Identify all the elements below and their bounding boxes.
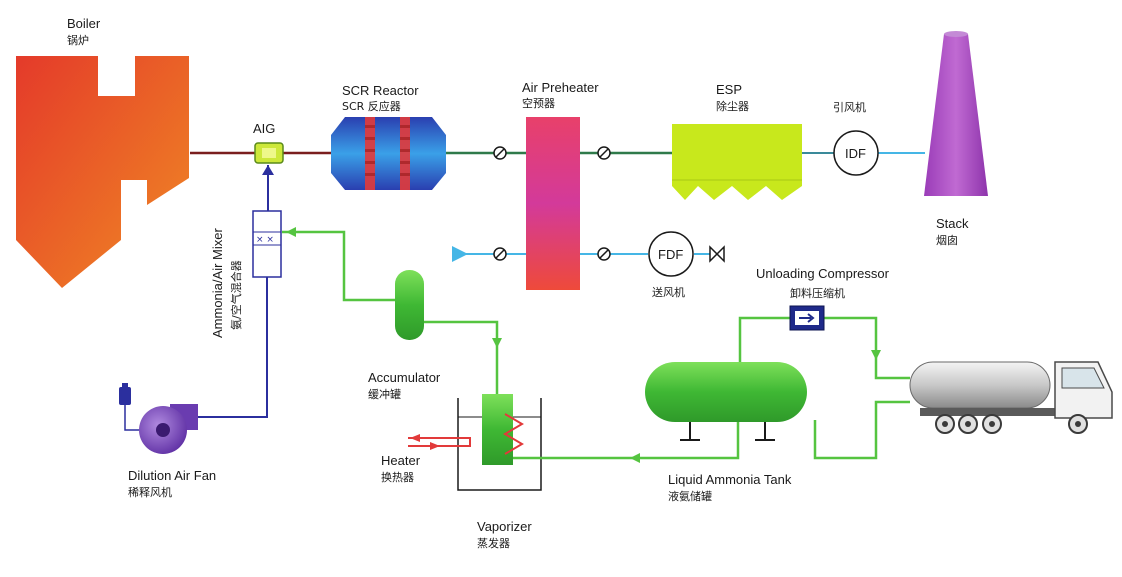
scr-label: SCR Reactor: [342, 83, 419, 98]
liquid-ammonia-line: [513, 418, 740, 460]
tanker-truck-icon: [909, 361, 1113, 434]
damper-1: [493, 146, 507, 160]
ammonia-vapor-line: [282, 230, 499, 395]
idf: 引风机 IDF: [833, 100, 879, 176]
accumulator: Accumulator 缓冲罐: [368, 270, 441, 401]
damper-3: [493, 247, 507, 261]
damper-2: [597, 146, 611, 160]
boiler-label-zh: 锅炉: [67, 34, 89, 47]
dilution-air-fan: Dilution Air Fan 稀释风机: [119, 383, 216, 499]
heater-label-zh: 换热器: [381, 470, 414, 484]
unloading-compressor: Unloading Compressor 卸料压缩机: [756, 266, 890, 331]
unloading-compressor-label: Unloading Compressor: [756, 266, 890, 281]
fdf-label: FDF: [658, 247, 683, 262]
stack-label: Stack: [936, 216, 969, 231]
unloading-line: [738, 316, 910, 460]
mixer-label-zh: 氨/空气混合器: [229, 260, 243, 330]
dilution-fan-label: Dilution Air Fan: [128, 468, 216, 483]
dilution-air-line: [196, 165, 274, 418]
vaporizer-label: Vaporizer: [477, 519, 532, 534]
idf-label: IDF: [845, 146, 866, 161]
esp-label: ESP: [716, 82, 742, 97]
heater-label: Heater: [381, 453, 421, 468]
inlet-valve-icon: [709, 245, 725, 263]
boiler: Boiler 锅炉: [16, 16, 189, 288]
liquid-ammonia-tank: Liquid Ammonia Tank 液氨储罐: [645, 362, 807, 503]
aig-label: AIG: [253, 121, 275, 136]
ammonia-air-mixer: × × Ammonia/Air Mixer 氨/空气混合器: [210, 210, 282, 338]
accumulator-label-zh: 缓冲罐: [368, 387, 401, 401]
scr-label-zh: SCR 反应器: [342, 99, 401, 113]
stack-label-zh: 烟囱: [936, 233, 958, 247]
vaporizer: Vaporizer 蒸发器: [408, 394, 542, 550]
stack: Stack 烟囱: [924, 31, 988, 247]
esp: ESP 除尘器: [672, 82, 802, 200]
air-preheater-label-zh: 空预器: [522, 96, 555, 110]
air-preheater-label: Air Preheater: [522, 80, 599, 95]
unloading-compressor-label-zh: 卸料压缩机: [790, 286, 845, 300]
air-preheater: Air Preheater 空预器: [522, 80, 599, 290]
vaporizer-label-zh: 蒸发器: [477, 536, 510, 550]
boiler-label: Boiler: [67, 16, 101, 31]
fdf: FDF 送风机: [648, 231, 694, 299]
idf-label-zh: 引风机: [833, 100, 866, 114]
scr-reactor: SCR Reactor SCR 反应器: [331, 83, 446, 190]
esp-label-zh: 除尘器: [716, 99, 749, 113]
dilution-fan-label-zh: 稀释风机: [128, 485, 172, 499]
liquid-tank-label-zh: 液氨储罐: [668, 489, 712, 503]
fdf-label-zh: 送风机: [652, 285, 685, 299]
svg-text:× ×: × ×: [256, 235, 274, 245]
liquid-tank-label: Liquid Ammonia Tank: [668, 472, 792, 487]
accumulator-label: Accumulator: [368, 370, 441, 385]
aig: AIG: [253, 121, 284, 164]
damper-4: [597, 247, 611, 261]
mixer-label: Ammonia/Air Mixer: [210, 228, 225, 338]
